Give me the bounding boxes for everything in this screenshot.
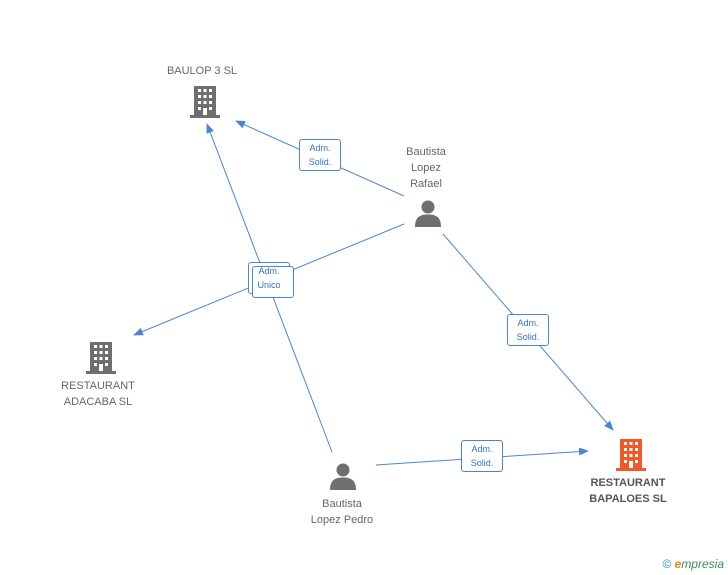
edge-label-line: Solid. xyxy=(516,332,540,342)
label-line: BAPALOES SL xyxy=(589,493,667,505)
label-line: Lopez xyxy=(411,162,441,174)
label-line: Bautista xyxy=(406,146,446,158)
edge-label-line: Solid. xyxy=(470,458,494,468)
label-line: ADACABA SL xyxy=(63,396,133,408)
label-line: RESTAURANT xyxy=(61,380,135,392)
node-label-bapaloes[interactable]: RESTAURANT BAPALOES SL xyxy=(578,475,678,507)
building-icon-highlighted[interactable] xyxy=(616,437,646,471)
label-line: Lopez Pedro xyxy=(310,514,374,526)
edge-label-line: Unico xyxy=(257,280,281,290)
label-line: Bautista xyxy=(322,498,362,510)
copyright-icon: © xyxy=(662,557,672,571)
edge-label-pedro-bapaloes[interactable]: Adm. Solid. xyxy=(461,440,503,472)
label-line: BAULOP 3 SL xyxy=(166,65,238,77)
edge-label-rafael-bapaloes[interactable]: Adm. Solid. xyxy=(507,314,549,346)
edge-label-line: Adm. xyxy=(309,143,331,153)
building-icon[interactable] xyxy=(86,340,116,374)
node-label-pedro[interactable]: Bautista Lopez Pedro xyxy=(292,496,392,528)
brand-footer: © empresia xyxy=(662,557,724,571)
brand-logo: empresia xyxy=(674,557,724,571)
person-icon[interactable] xyxy=(329,462,357,490)
edge-label-rafael-adacaba[interactable]: Adm. Unico xyxy=(248,262,294,298)
node-label-rafael[interactable]: Bautista Lopez Rafael xyxy=(376,144,476,192)
node-label-adacaba[interactable]: RESTAURANT ADACABA SL xyxy=(48,378,148,410)
person-icon[interactable] xyxy=(414,199,442,227)
edge-label-line: Adm. xyxy=(517,318,539,328)
building-icon[interactable] xyxy=(190,84,220,118)
edge-label-line: Solid. xyxy=(308,157,332,167)
label-line: RESTAURANT xyxy=(590,477,666,489)
label-line: Rafael xyxy=(410,178,442,190)
edge-label-line: Adm. xyxy=(471,444,493,454)
edge-label-rafael-baulop[interactable]: Adm. Solid. xyxy=(299,139,341,171)
edge-label-line: Adm. xyxy=(258,266,280,276)
node-label-baulop[interactable]: BAULOP 3 SL xyxy=(152,63,252,79)
